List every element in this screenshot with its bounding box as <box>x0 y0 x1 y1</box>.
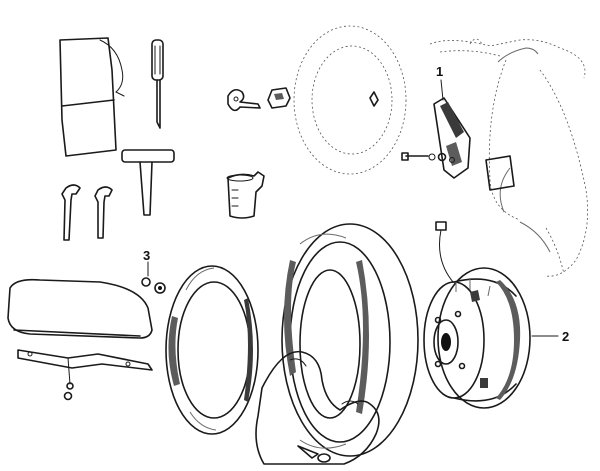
open-wrench-right <box>94 186 113 239</box>
callout-label-1: 1 <box>436 64 443 79</box>
ghost-scooter-frame <box>429 38 588 277</box>
box-spanner <box>121 149 175 216</box>
seat-bracket <box>17 349 153 401</box>
wheel-hub-part-2 <box>423 267 531 409</box>
wheel-rim-ring <box>165 265 259 435</box>
ignition-key <box>227 88 261 112</box>
hub-stud <box>435 221 454 283</box>
bracket-part-1 <box>433 97 471 179</box>
key-cap <box>267 87 291 109</box>
reflector <box>485 155 515 191</box>
tyre <box>281 223 419 457</box>
seat-saddle <box>7 278 153 339</box>
fixing-bolt-row <box>401 152 447 162</box>
ghost-spare-wheel <box>293 25 407 175</box>
measuring-jug <box>226 171 265 219</box>
callout-label-3: 3 <box>143 248 150 263</box>
callout-leaders <box>147 79 559 337</box>
open-wrench-left <box>61 184 81 241</box>
callout-label-2: 2 <box>562 329 569 344</box>
nut-washer-part-3 <box>141 277 166 294</box>
tool-roll-bag <box>59 37 125 157</box>
screwdriver <box>151 39 164 129</box>
inner-tube <box>255 350 380 465</box>
